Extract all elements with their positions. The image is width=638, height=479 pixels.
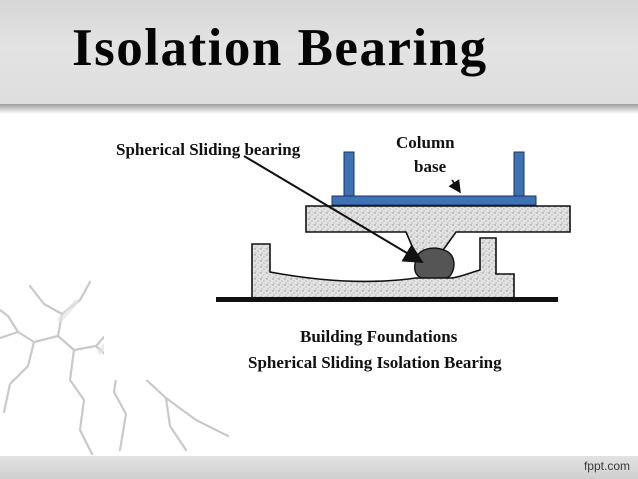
column-left	[343, 151, 355, 201]
caption-building-foundations: Building Foundations	[300, 327, 458, 346]
label-column-line2: base	[414, 157, 447, 176]
slide-title: Isolation Bearing	[72, 19, 488, 77]
foundation-line	[216, 297, 558, 302]
caption-spherical-sliding-isolation-bearing: Spherical Sliding Isolation Bearing	[248, 353, 502, 372]
column-base-plate	[331, 195, 537, 206]
column-right	[513, 151, 525, 201]
title-shadow	[0, 104, 638, 114]
label-spherical-sliding-bearing: Spherical Sliding bearing	[116, 140, 301, 159]
title-bar	[0, 0, 638, 104]
diagram-panel: Spherical Sliding bearing Column base Bu…	[104, 122, 582, 380]
column-leader-arrow	[448, 179, 461, 194]
crack-decoration	[0, 280, 230, 456]
spherical-bearing	[413, 247, 455, 282]
footer-credit: fppt.com	[583, 459, 630, 473]
bearing-diagram	[216, 151, 571, 302]
footer-bar	[0, 456, 638, 479]
label-column-line1: Column	[396, 133, 455, 152]
lower-dish	[251, 237, 515, 299]
bearing-leader-arrow	[243, 155, 424, 264]
